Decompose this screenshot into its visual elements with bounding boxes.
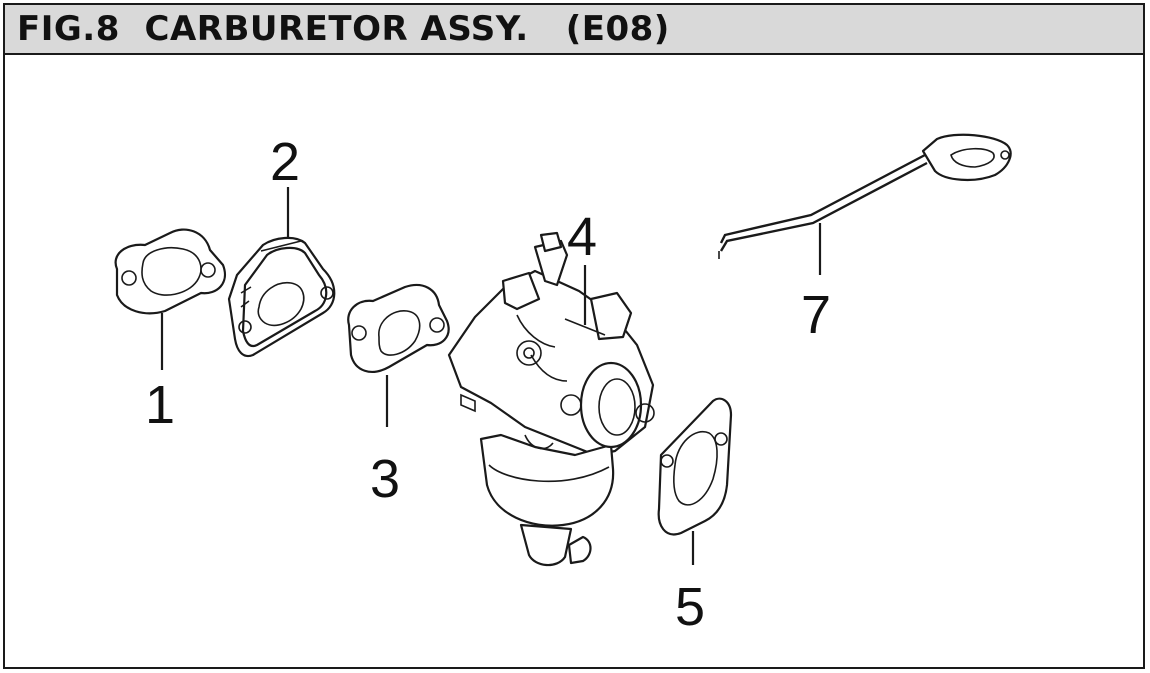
part-7-choke-rod [718, 133, 1012, 259]
callout-1: 1 [145, 375, 175, 435]
part-4-carburetor [447, 231, 655, 567]
callout-4: 4 [567, 207, 597, 267]
figure-title: FIG.8 CARBURETOR ASSY. (E08) [17, 9, 670, 49]
callout-3: 3 [370, 449, 400, 509]
callout-2: 2 [270, 132, 300, 192]
figure-frame: FIG.8 CARBURETOR ASSY. (E08) 1 2 [3, 3, 1145, 669]
part-2-insulator [227, 236, 336, 358]
callout-7: 7 [801, 285, 831, 345]
part-1-gasket [114, 228, 226, 315]
part-3-gasket [347, 283, 450, 373]
callout-5: 5 [675, 577, 705, 637]
figure-header: FIG.8 CARBURETOR ASSY. (E08) [5, 5, 1143, 55]
exploded-diagram: 1 2 3 [114, 132, 1012, 637]
part-5-gasket [657, 397, 733, 536]
